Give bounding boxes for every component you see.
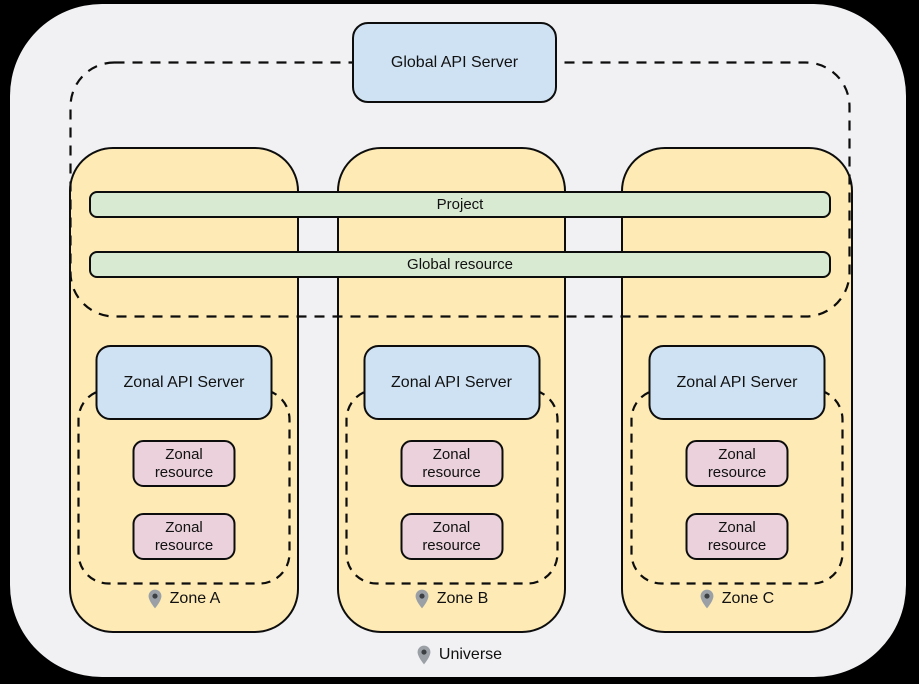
location-pin-icon: [415, 589, 429, 609]
zonal-resource-box: Zonal resource: [400, 513, 503, 560]
global-resource-bar: Global resource: [89, 251, 831, 278]
zonal-resource-box: Zonal resource: [132, 513, 236, 560]
zonal-resource-box: Zonal resource: [132, 440, 236, 487]
project-bar-label: Project: [436, 196, 484, 213]
zonal-scope-dashed-boundary: [630, 388, 844, 585]
zone-label: Zone C: [623, 589, 851, 609]
location-pin-icon: [417, 645, 431, 665]
global-api-server-label: Global API Server: [390, 53, 519, 71]
project-bar: Project: [89, 191, 831, 218]
location-pin-icon: [148, 589, 162, 609]
zonal-resource-box: Zonal resource: [400, 440, 503, 487]
location-pin-icon: [700, 589, 714, 609]
global-api-server-box: Global API Server: [352, 22, 557, 103]
zonal-scope-dashed-boundary: [344, 388, 559, 585]
zonal-api-server-label: Zonal API Server: [391, 373, 512, 391]
zonal-api-server-label: Zonal API Server: [123, 373, 245, 391]
zone-label: Zone A: [71, 589, 297, 609]
zone-label: Zone B: [339, 589, 564, 609]
zone-a-container: Zonal API Server Zonal resource Zonal re…: [69, 147, 299, 633]
zonal-api-server-box: Zonal API Server: [363, 345, 540, 420]
zone-label-text: Zone A: [169, 590, 221, 607]
zonal-scope-dashed-boundary: [77, 388, 291, 585]
zonal-resource-box: Zonal resource: [685, 513, 789, 560]
zone-b-container: Zonal API Server Zonal resource Zonal re…: [337, 147, 566, 633]
universe-label: Universe: [0, 645, 919, 665]
zonal-api-server-box: Zonal API Server: [648, 345, 826, 420]
global-resource-bar-label: Global resource: [407, 256, 513, 273]
zonal-api-server-label: Zonal API Server: [676, 373, 798, 391]
zonal-api-server-box: Zonal API Server: [95, 345, 273, 420]
zone-label-text: Zone B: [436, 590, 489, 607]
universe-label-text: Universe: [438, 646, 503, 663]
zone-label-text: Zone C: [721, 590, 775, 607]
zone-c-container: Zonal API Server Zonal resource Zonal re…: [621, 147, 853, 633]
zonal-resource-box: Zonal resource: [685, 440, 789, 487]
